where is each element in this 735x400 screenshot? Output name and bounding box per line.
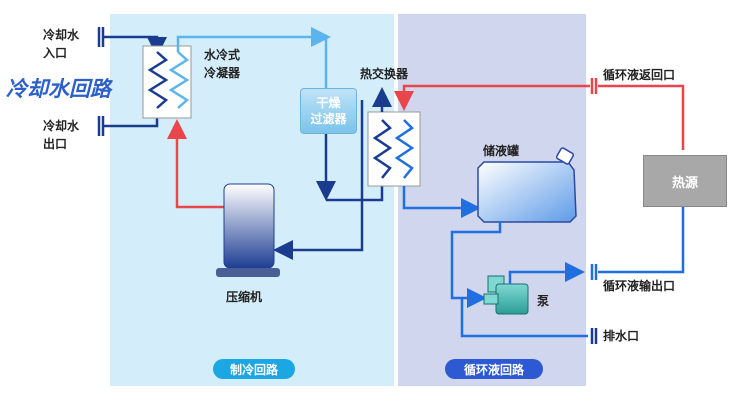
drain-port-label: 排水口	[603, 329, 640, 343]
water-cooled-condenser	[142, 45, 192, 119]
condenser-to-dryer-pipe	[176, 27, 331, 52]
pump-label: 泵	[537, 294, 550, 308]
heat-exchanger-label: 热交换器	[360, 67, 409, 81]
outlet-port-label: 循环液输出口	[603, 279, 676, 293]
reservoir-tank	[477, 147, 577, 223]
condenser-label-2: 冷凝器	[204, 66, 241, 80]
dryer-label-1: 干燥	[316, 96, 341, 110]
condenser-label-1: 水冷式	[204, 48, 241, 62]
suction-line	[273, 100, 364, 260]
compressor-label: 压缩机	[226, 290, 263, 304]
cooling-water-circuit-title: 冷却水回路	[6, 77, 111, 101]
heat-source-label: 热源	[671, 175, 698, 191]
dryer-label-2: 过滤器	[310, 112, 347, 126]
compressor	[216, 183, 280, 277]
drain-line	[460, 298, 598, 344]
heat-source: 热源	[643, 155, 727, 207]
return-port-label: 循环液返回口	[603, 68, 676, 82]
dryer-to-exchanger-pipe-2	[326, 180, 384, 202]
exchanger-to-tank-pipe	[402, 186, 481, 218]
pump	[483, 275, 529, 315]
circulation-circuit-label: 循环液回路	[445, 359, 543, 379]
heat-exchanger	[367, 111, 421, 187]
tank-label: 储液罐	[483, 144, 520, 158]
cooling-water-outlet-label-1: 冷却水	[43, 119, 80, 133]
return-line	[394, 78, 685, 150]
pump-to-outlet-pipe	[508, 262, 585, 284]
cooling-water-inlet-label-2: 入口	[43, 46, 68, 60]
cooling-water-inlet-label-1: 冷却水	[43, 28, 80, 42]
cooling-water-outlet-label-2: 出口	[43, 137, 68, 151]
compressor-discharge-pipe	[167, 119, 224, 209]
refrigeration-circuit-label: 制冷回路	[213, 359, 295, 379]
outlet-line	[590, 206, 685, 280]
dryer-filter: 干燥 过滤器	[300, 88, 357, 134]
